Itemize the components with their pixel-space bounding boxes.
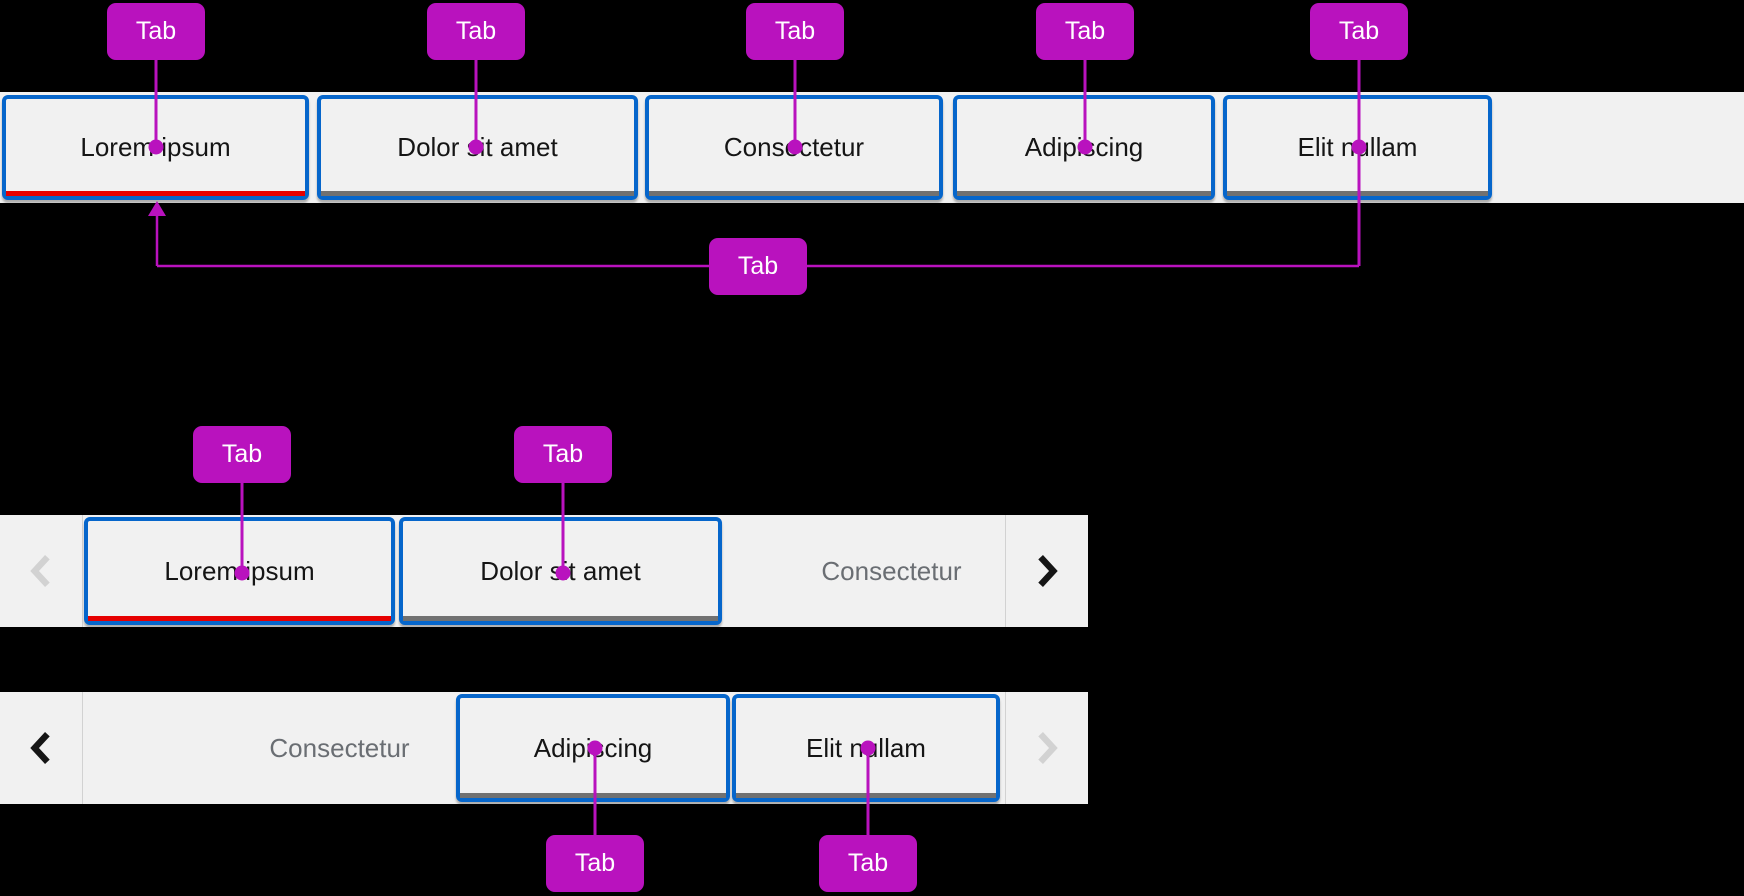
inactive-tab-indicator xyxy=(649,191,939,196)
inactive-tab-indicator xyxy=(736,793,996,798)
tab-dolor-sit-amet[interactable]: Dolor sit amet xyxy=(399,517,722,625)
tab-label: Lorem ipsum xyxy=(164,555,315,586)
tab-label: Elit nullam xyxy=(806,732,926,763)
tab-label: Elit nullam xyxy=(1297,132,1418,162)
arrowhead-up-icon xyxy=(148,201,166,216)
scroll-left-button xyxy=(0,515,83,627)
inactive-tab-indicator xyxy=(957,191,1211,196)
annotation-badge-tab: Tab xyxy=(107,3,205,60)
tab-lorem-ipsum[interactable]: Lorem ipsum xyxy=(84,517,395,625)
active-tab-indicator xyxy=(6,191,305,196)
annotation-badge-tab: Tab xyxy=(1310,3,1408,60)
tab-adipiscing[interactable]: Adipiscing xyxy=(456,694,730,802)
tab-consectetur-overflow[interactable]: Consectetur xyxy=(722,515,1033,627)
annotation-badge-tab: Tab xyxy=(193,426,291,483)
chevron-right-icon xyxy=(1038,732,1058,764)
annotation-badge-tab: Tab xyxy=(546,835,644,892)
annotation-badge-tab: Tab xyxy=(746,3,844,60)
inactive-tab-indicator xyxy=(1227,191,1488,196)
tab-dolor-sit-amet[interactable]: Dolor sit amet xyxy=(317,95,638,200)
tab-label: Consectetur xyxy=(269,732,410,763)
annotation-badge-tab: Tab xyxy=(819,835,917,892)
tab-label: Consectetur xyxy=(821,555,962,586)
chevron-right-icon xyxy=(1038,555,1058,587)
scroll-right-button xyxy=(1005,692,1088,804)
annotation-badge-tab: Tab xyxy=(514,426,612,483)
tab-adipiscing[interactable]: Adipiscing xyxy=(953,95,1215,200)
tab-elit-nullam[interactable]: Elit nullam xyxy=(732,694,1000,802)
scroll-right-button[interactable] xyxy=(1005,515,1088,627)
active-tab-indicator xyxy=(88,616,391,621)
tab-lorem-ipsum[interactable]: Lorem ipsum xyxy=(2,95,309,200)
scroll-left-button[interactable] xyxy=(0,692,83,804)
chevron-left-icon xyxy=(30,732,50,764)
tab-label: Consectetur xyxy=(723,132,865,162)
inactive-tab-indicator xyxy=(321,191,634,196)
chevron-left-icon xyxy=(30,555,50,587)
tab-elit-nullam[interactable]: Elit nullam xyxy=(1223,95,1492,200)
annotation-badge-tab: Tab xyxy=(427,3,525,60)
tab-label: Dolor sit amet xyxy=(480,555,641,586)
tab-label: Lorem ipsum xyxy=(80,132,231,162)
tab-label: Adipiscing xyxy=(533,732,653,763)
inactive-tab-indicator xyxy=(403,616,718,621)
tab-consectetur-overflow[interactable]: Consectetur xyxy=(83,692,526,804)
tab-label: Dolor sit amet xyxy=(397,132,558,162)
annotation-badge-tab: Tab xyxy=(1036,3,1134,60)
annotation-badge-tab-underline: Tab xyxy=(709,238,807,295)
tab-consectetur[interactable]: Consectetur xyxy=(645,95,943,200)
tab-label: Adipiscing xyxy=(1024,132,1144,162)
inactive-tab-indicator xyxy=(460,793,726,798)
